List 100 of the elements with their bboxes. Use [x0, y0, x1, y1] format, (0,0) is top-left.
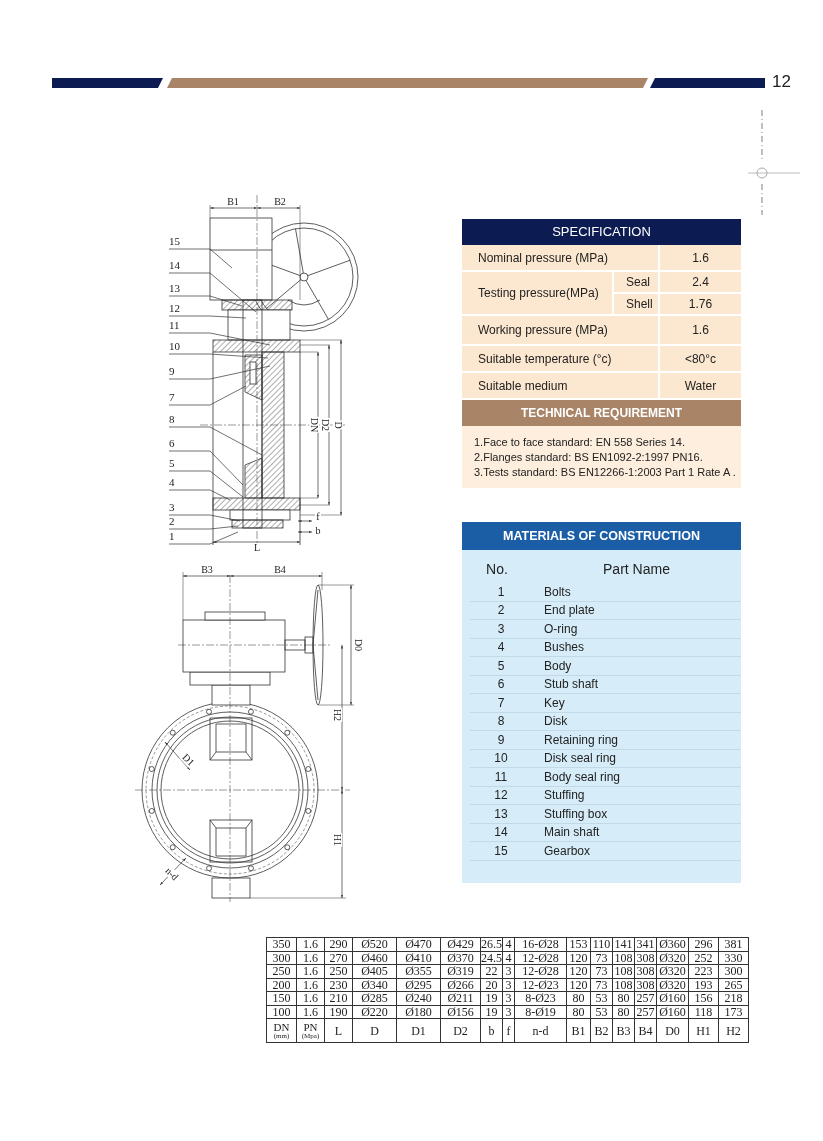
column-header: B3	[616, 1023, 631, 1038]
column-header: B1	[571, 1023, 586, 1038]
table-cell: Ø355	[405, 964, 432, 979]
part-name: Key	[544, 695, 565, 710]
part-number: 4	[497, 639, 505, 657]
table-cell: 120	[569, 950, 588, 965]
table-cell: 53	[595, 1004, 608, 1019]
dimension-label: DN	[309, 416, 319, 434]
table-cell: 230	[329, 977, 348, 992]
leader-line	[168, 248, 233, 269]
table-cell: 4	[505, 937, 512, 952]
column-header: PN	[303, 1021, 318, 1033]
callout-number: 10	[169, 341, 180, 352]
requirement-text: 1.Face to face standard: EN 558 Series 14.	[474, 435, 686, 449]
dimension-label: L	[252, 543, 262, 553]
part-number: 5	[497, 657, 505, 675]
leader-line	[168, 426, 263, 456]
table-cell: 1.6	[303, 964, 318, 979]
table-cell: 308	[636, 977, 655, 992]
table-cell: 120	[569, 964, 588, 979]
part-number: 11	[494, 768, 508, 786]
part-number: 8	[497, 713, 505, 731]
part-name: O-ring	[544, 621, 578, 636]
table-cell: 12-Ø28	[522, 950, 559, 965]
table-cell: 308	[636, 964, 655, 979]
table-cell: 3	[505, 991, 512, 1006]
leader-line	[168, 470, 244, 498]
table-cell: Ø180	[405, 1004, 432, 1019]
part-name: Main shaft	[544, 825, 600, 840]
callout-number: 14	[169, 260, 180, 271]
table-cell: 110	[592, 937, 611, 952]
cell-text: Testing pressure(MPa)	[478, 285, 599, 302]
table-cell: 1.6	[303, 991, 318, 1006]
part-number: 9	[497, 731, 505, 749]
table-cell: 120	[569, 977, 588, 992]
table-cell: Ø360	[659, 937, 686, 952]
table-cell: 108	[614, 964, 633, 979]
table-cell: Ø160	[659, 1004, 686, 1019]
column-header: No.	[486, 560, 508, 579]
table-cell: 200	[272, 977, 291, 992]
dimension-label: f	[315, 512, 321, 522]
column-header: D	[370, 1023, 379, 1038]
part-name: Stuffing box	[544, 806, 608, 821]
table-cell: 300	[724, 964, 743, 979]
leader-line	[168, 514, 241, 522]
table-cell: Ø160	[659, 991, 686, 1006]
table-cell: Ø266	[447, 977, 474, 992]
part-number: 12	[494, 787, 508, 805]
table-cell: Ø340	[361, 977, 388, 992]
part-name: Body seal ring	[544, 769, 621, 784]
column-header: D1	[411, 1023, 426, 1038]
dimension-label: H2	[332, 707, 342, 723]
cell-text: 1.6	[692, 322, 709, 339]
table-cell: Ø285	[361, 991, 388, 1006]
table-cell: 80	[572, 1004, 585, 1019]
cell-text: Water	[684, 377, 717, 395]
requirement-text: 3.Tests standard: BS EN12266-1:2003 Part 1 Rate A .	[474, 465, 737, 479]
table-cell: Ø320	[659, 950, 686, 965]
table-cell: 3	[505, 964, 512, 979]
table-cell: 250	[329, 964, 348, 979]
callout-number: 9	[169, 366, 175, 377]
leader-line	[168, 365, 271, 380]
table-cell: Ø429	[447, 937, 474, 952]
column-header: D2	[453, 1023, 468, 1038]
part-number: 6	[497, 676, 505, 694]
table-cell: 308	[636, 950, 655, 965]
table-cell: 1.6	[303, 937, 318, 952]
leader-line	[168, 353, 269, 359]
column-header: H1	[696, 1023, 711, 1038]
cell-text: 1.6	[692, 249, 709, 267]
table-cell: 100	[272, 1004, 291, 1019]
cell-text: Suitable medium	[478, 377, 568, 395]
column-header: D0	[665, 1023, 680, 1038]
table-cell: 16-Ø28	[522, 937, 559, 952]
table-cell: 141	[614, 937, 633, 952]
table-cell: Ø156	[447, 1004, 474, 1019]
part-number: 15	[494, 842, 508, 860]
table-cell: 80	[572, 991, 585, 1006]
part-name: Disk	[544, 714, 568, 729]
dimension-label: b	[314, 526, 322, 536]
leader-line	[168, 531, 239, 545]
column-header: b	[488, 1023, 495, 1038]
table-cell: 80	[617, 1004, 630, 1019]
table-cell: 8-Ø19	[525, 1004, 556, 1019]
table-cell: 153	[569, 937, 588, 952]
table-cell: 22	[485, 964, 498, 979]
cell-text: Suitable temperature (°c)	[478, 350, 612, 368]
table-cell: 19	[485, 991, 498, 1006]
part-name: Disk seal ring	[544, 751, 617, 766]
table-cell: 218	[724, 991, 743, 1006]
callout-number: 3	[169, 502, 175, 513]
callout-number: 4	[169, 477, 175, 488]
cell-text: Seal	[626, 274, 651, 291]
column-header: DN	[273, 1021, 290, 1033]
table-cell: 193	[694, 977, 713, 992]
table-cell: Ø405	[361, 964, 388, 979]
part-number: 13	[494, 805, 508, 823]
table-cell: 173	[724, 1004, 743, 1019]
page-number: 12	[772, 73, 791, 90]
cell-text: <80°c	[684, 350, 717, 368]
